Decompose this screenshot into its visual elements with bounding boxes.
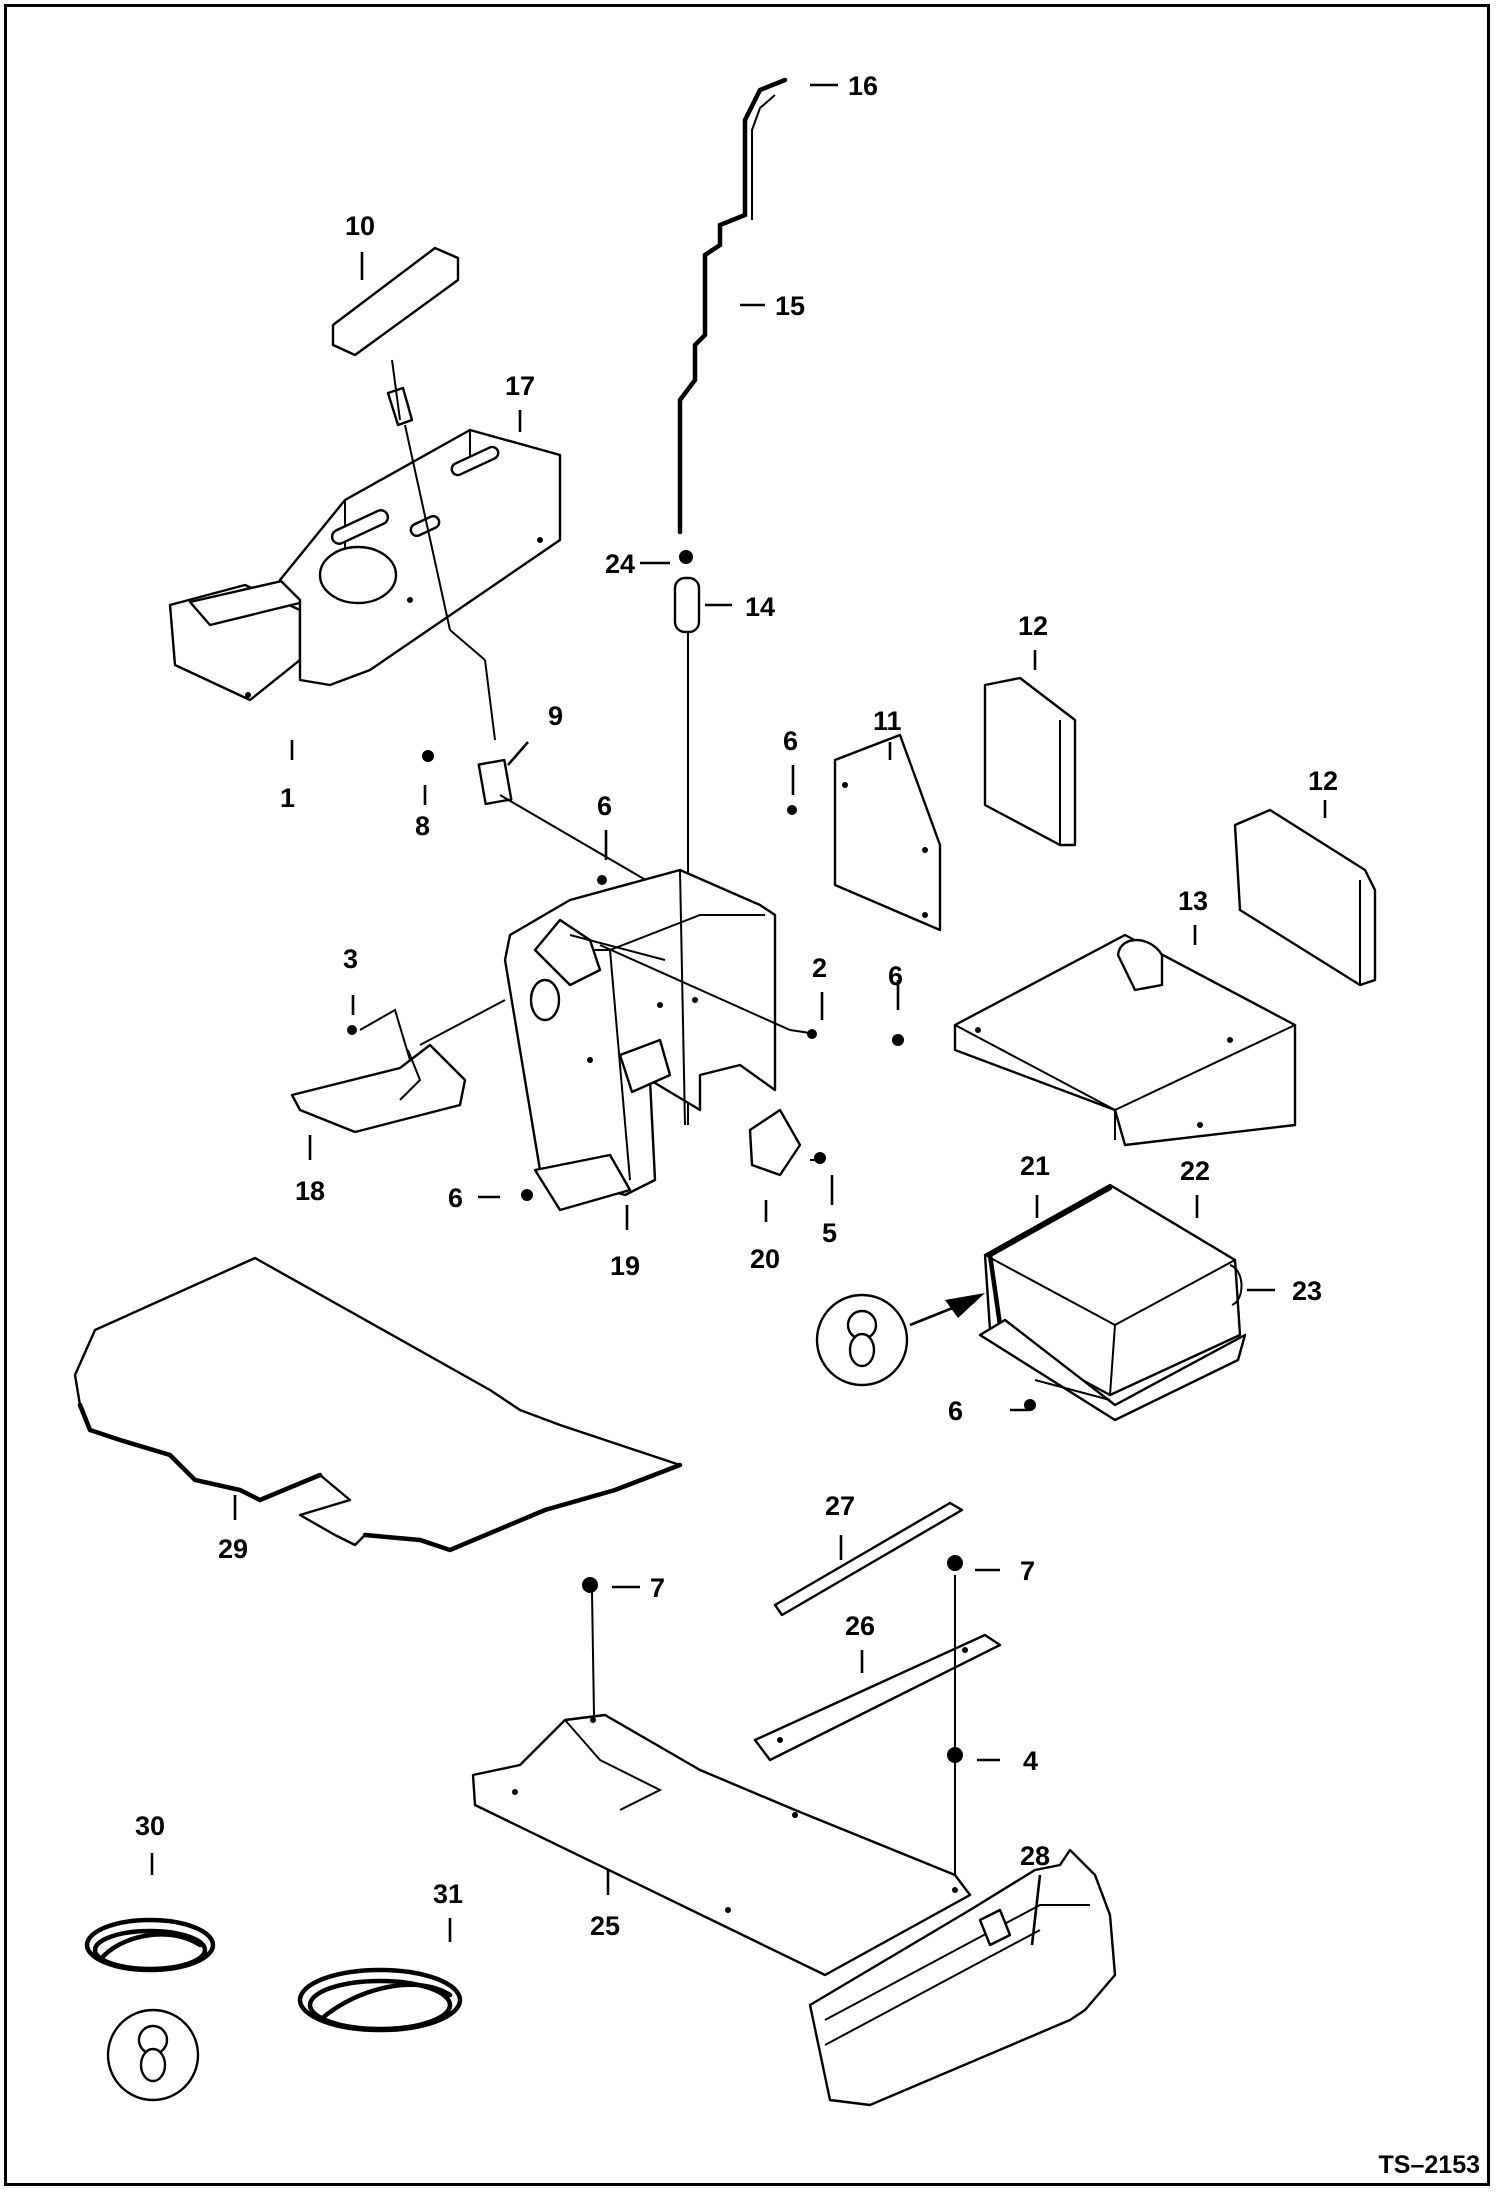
callout-17: 17 xyxy=(505,371,535,401)
callout-13: 13 xyxy=(1178,886,1208,916)
callout-24: 24 xyxy=(605,549,635,579)
part-26-strip xyxy=(753,1633,1002,1762)
callout-6: 6 xyxy=(783,726,798,756)
part-13-cover xyxy=(953,933,1297,1147)
callout-1: 1 xyxy=(280,783,295,813)
kit-symbol-icon xyxy=(106,2008,200,2102)
callout-11: 11 xyxy=(873,706,902,736)
part-11-plate xyxy=(833,733,942,932)
callout-6: 6 xyxy=(597,791,612,821)
part-7-bolts xyxy=(582,1555,963,1763)
callout-27: 27 xyxy=(825,1491,855,1521)
callout-8: 8 xyxy=(415,811,430,841)
callout-3: 3 xyxy=(343,944,358,974)
callout-5: 5 xyxy=(822,1218,837,1248)
callout-2: 2 xyxy=(812,953,827,983)
callout-20: 20 xyxy=(750,1244,780,1274)
fasteners xyxy=(521,805,1036,1411)
callout-6: 6 xyxy=(448,1183,463,1213)
part-19-pedestal xyxy=(419,868,791,1212)
callout-9: 9 xyxy=(548,701,563,731)
part-30-cord xyxy=(84,1917,216,1973)
callout-25: 25 xyxy=(590,1911,620,1941)
callout-31: 31 xyxy=(433,1879,463,1909)
callout-6: 6 xyxy=(948,1396,963,1426)
part-12-pad-upper xyxy=(983,676,1077,847)
callout-14: 14 xyxy=(745,592,775,622)
callout-12: 12 xyxy=(1018,611,1048,641)
callout-30: 30 xyxy=(135,1811,165,1841)
part-27-strip xyxy=(773,1501,964,1617)
callout-4: 4 xyxy=(1023,1746,1038,1776)
callout-18: 18 xyxy=(295,1176,325,1206)
part-29-floor-mat xyxy=(73,1256,683,1553)
callout-26: 26 xyxy=(845,1611,875,1641)
part-18-bracket xyxy=(290,1008,467,1134)
drawing-code: TS–2153 xyxy=(1378,2151,1480,2179)
callout-labels: 1 10 17 9 8 6 6 11 12 12 13 16 15 24 14 … xyxy=(135,71,1338,1941)
kit-symbol-icon xyxy=(815,1293,985,1387)
callout-29: 29 xyxy=(218,1534,248,1564)
callout-16: 16 xyxy=(848,71,878,101)
part-21-battery-box xyxy=(978,1183,1247,1422)
callout-19: 19 xyxy=(610,1251,640,1281)
part-9-latch xyxy=(422,750,681,901)
callout-28: 28 xyxy=(1020,1841,1050,1871)
callout-21: 21 xyxy=(1020,1151,1050,1181)
callout-15: 15 xyxy=(775,291,805,321)
part-25-floor-plate xyxy=(471,1575,972,1977)
callout-22: 22 xyxy=(1180,1156,1210,1186)
part-17-console-cover xyxy=(168,428,562,702)
callout-7: 7 xyxy=(1020,1556,1035,1586)
part-12-pad-lower xyxy=(1233,808,1377,987)
callout-23: 23 xyxy=(1292,1276,1322,1306)
callout-10: 10 xyxy=(345,211,375,241)
callout-7: 7 xyxy=(650,1573,665,1603)
drawing-frame xyxy=(4,4,1490,2186)
callout-12: 12 xyxy=(1308,766,1338,796)
part-20-bracket xyxy=(748,1108,826,1177)
callout-6: 6 xyxy=(888,961,903,991)
part-31-cord xyxy=(297,1967,463,2033)
part-10-lever-handle xyxy=(331,246,496,741)
leader-lines xyxy=(150,83,1327,1946)
part-28-side-panel xyxy=(808,1848,1117,2107)
